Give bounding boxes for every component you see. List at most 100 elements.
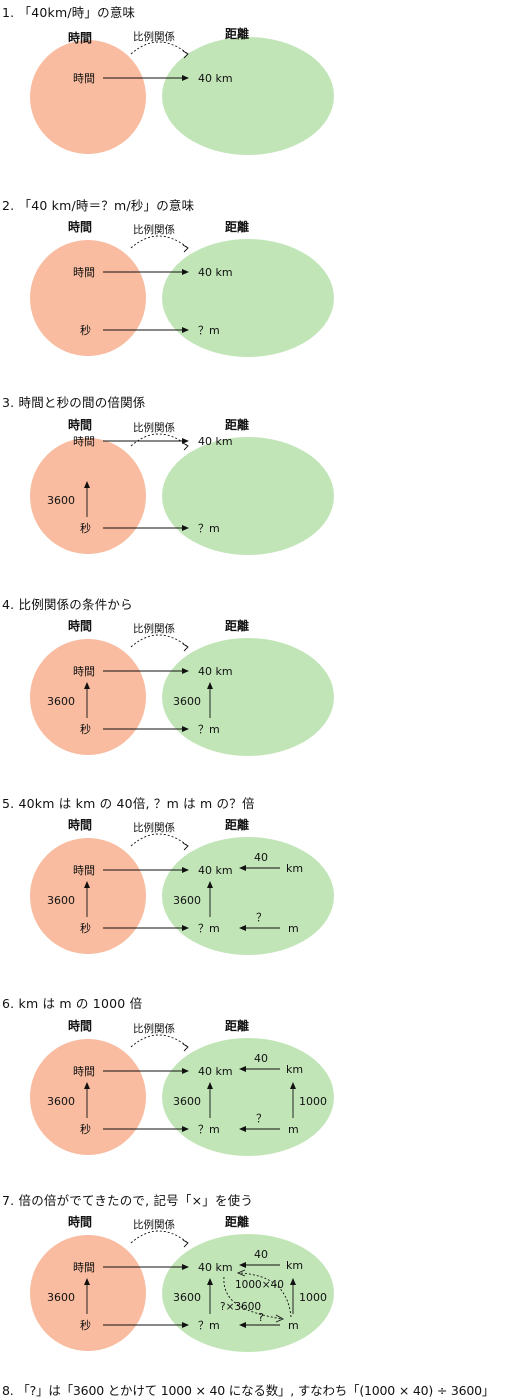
distance-40km: 40 km <box>198 435 233 448</box>
product-1000x40: 1000×40 <box>235 1279 284 1291</box>
unit-km: km <box>286 1063 303 1076</box>
unit-km: km <box>286 862 303 875</box>
distance-qm: ？m <box>198 324 220 337</box>
proportion-arrow <box>130 1034 189 1048</box>
ratio-40: 40 <box>254 851 268 864</box>
distance-header: 距離 <box>225 1214 249 1229</box>
unit-m: m <box>288 922 299 935</box>
unit-km: km <box>286 1259 303 1272</box>
time-header: 時間 <box>68 30 92 45</box>
ratio-3600-distance: 3600 <box>173 1291 201 1304</box>
time-header: 時間 <box>68 618 92 633</box>
distance-40km: 40 km <box>198 864 233 877</box>
ratio-q-bottom: ? <box>258 1311 264 1324</box>
distance-circle <box>162 239 334 357</box>
hour-label: 時間 <box>73 72 95 85</box>
diagram-1: 時間 距離 比例関係 時間 40 km <box>30 26 334 155</box>
distance-header: 距離 <box>225 1018 249 1033</box>
time-circle <box>30 1235 146 1351</box>
distance-header: 距離 <box>225 417 249 432</box>
ratio-3600-time: 3600 <box>47 695 75 708</box>
m-to-40km-dashed-arrow <box>239 1272 292 1318</box>
proportion-label: 比例関係 <box>133 622 175 635</box>
distance-circle <box>162 1234 334 1352</box>
second-label: 秒 <box>80 1318 91 1332</box>
section-title-7: 7. 倍の倍がでてきたので, 記号「×」を使う <box>2 1193 254 1208</box>
ratio-q: ？ <box>256 1112 267 1125</box>
time-header: 時間 <box>68 1018 92 1033</box>
ratio-3600-distance: 3600 <box>173 695 201 708</box>
ratio-40: 40 <box>254 1052 268 1065</box>
diagram-7: 時間 距離 比例関係 時間 40 km 3600 3600 秒 ？m km 40… <box>30 1214 334 1352</box>
proportion-arrow <box>130 235 189 249</box>
distance-qm: ？m <box>198 1319 220 1332</box>
ratio-3600-distance: 3600 <box>173 894 201 907</box>
distance-circle <box>162 437 334 555</box>
proportion-arrow <box>130 833 189 847</box>
proportion-label: 比例関係 <box>133 223 175 236</box>
time-header: 時間 <box>68 219 92 234</box>
second-label: 秒 <box>80 521 91 535</box>
ratio-1000: 1000 <box>299 1095 327 1108</box>
proportion-label: 比例関係 <box>133 1218 175 1231</box>
distance-40km: 40 km <box>198 665 233 678</box>
distance-circle <box>162 638 334 756</box>
section-title-6: 6. km は m の 1000 倍 <box>2 996 143 1011</box>
distance-header: 距離 <box>225 219 249 234</box>
time-circle <box>30 240 146 356</box>
unit-m: m <box>288 1123 299 1136</box>
time-header: 時間 <box>68 1214 92 1229</box>
ratio-3600-distance: 3600 <box>173 1095 201 1108</box>
ratio-3600-time: 3600 <box>47 894 75 907</box>
second-label: 秒 <box>80 1122 91 1136</box>
proportion-label: 比例関係 <box>133 30 175 43</box>
section-title-2: 2. 「40 km/時＝？m/秒」の意味 <box>2 198 195 213</box>
distance-40km: 40 km <box>198 1065 233 1078</box>
proportion-arrow <box>130 1230 189 1244</box>
time-circle <box>30 639 146 755</box>
second-label: 秒 <box>80 921 91 935</box>
distance-40km: 40 km <box>198 72 233 85</box>
proportion-arrow <box>130 433 189 447</box>
distance-40km: 40 km <box>198 1261 233 1274</box>
ratio-3600-time: 3600 <box>47 1291 75 1304</box>
ratio-3600-time: 3600 <box>47 494 75 507</box>
time-circle <box>30 438 146 554</box>
distance-header: 距離 <box>225 26 249 41</box>
time-circle <box>30 40 146 154</box>
ratio-q: ？ <box>256 911 267 924</box>
distance-header: 距離 <box>225 618 249 633</box>
distance-qm: ？m <box>198 1123 220 1136</box>
distance-circle <box>162 37 334 155</box>
proportion-arrow <box>130 41 189 55</box>
second-label: 秒 <box>80 722 91 736</box>
hour-label: 時間 <box>73 1065 95 1078</box>
ratio-3600-time: 3600 <box>47 1095 75 1108</box>
distance-circle <box>162 1038 334 1156</box>
proportion-arrow <box>130 634 189 648</box>
ratio-1000: 1000 <box>299 1291 327 1304</box>
diagram-3: 時間 距離 比例関係 時間 40 km 3600 秒 ？m <box>30 417 334 555</box>
hour-label: 時間 <box>73 266 95 279</box>
section-title-5: 5. 40km は km の 40倍, ？m は m の？倍 <box>2 796 255 811</box>
time-circle <box>30 838 146 954</box>
time-header: 時間 <box>68 417 92 432</box>
diagram-4: 時間 距離 比例関係 時間 40 km 3600 3600 秒 ？m <box>30 618 334 756</box>
proportion-label: 比例関係 <box>133 1022 175 1035</box>
conclusion-text: 8. 「?」は「3600 とかけて 1000 × 40 になる数」, すなわち「… <box>2 1383 495 1398</box>
diagram-2: 時間 距離 比例関係 時間 40 km 秒 ？m <box>30 219 334 357</box>
40km-to-m-dashed-arrow <box>223 1276 283 1320</box>
diagram-5: 時間 距離 比例関係 時間 40 km 3600 3600 秒 ？m km 40… <box>30 817 334 955</box>
time-circle <box>30 1039 146 1155</box>
distance-circle <box>162 837 334 955</box>
section-title-1: 1. 「40km/時」の意味 <box>2 5 136 20</box>
diagram-6: 時間 距離 比例関係 時間 40 km 3600 3600 秒 ？m km 40… <box>30 1018 334 1156</box>
section-title-4: 4. 比例関係の条件から <box>2 597 133 612</box>
distance-qm: ？m <box>198 922 220 935</box>
distance-header: 距離 <box>225 817 249 832</box>
unit-m: m <box>288 1319 299 1332</box>
distance-qm: ？m <box>198 522 220 535</box>
proportion-label: 比例関係 <box>133 421 175 434</box>
hour-label: 時間 <box>73 435 95 448</box>
distance-qm: ？m <box>198 723 220 736</box>
